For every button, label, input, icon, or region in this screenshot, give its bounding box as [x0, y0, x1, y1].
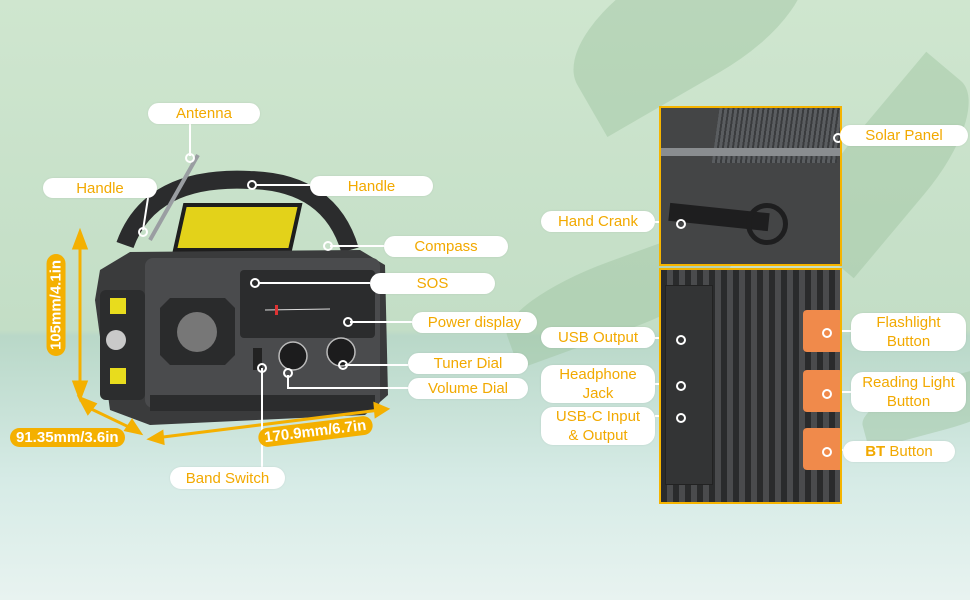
label-band-switch: Band Switch [170, 467, 285, 489]
label-reading-light-button: Reading Light Button [851, 372, 966, 412]
volume-dial [278, 341, 308, 371]
bt-bold-text: BT [865, 443, 886, 460]
dimension-arrows [71, 227, 391, 446]
bt-button[interactable] [803, 428, 840, 470]
label-flashlight-button: Flashlight Button [851, 313, 966, 351]
label-tuner-dial: Tuner Dial [408, 353, 528, 374]
label-bt-button: BT Button [843, 441, 955, 462]
bt-button-text: Button [885, 443, 933, 460]
label-solar-panel: Solar Panel [840, 125, 968, 146]
tuner-dial [326, 337, 356, 367]
label-antenna: Antenna [148, 103, 260, 124]
label-volume-dial: Volume Dial [408, 378, 528, 399]
label-sos: SOS [370, 273, 495, 294]
reading-light-button[interactable] [803, 370, 840, 412]
port-cover [665, 285, 713, 485]
label-usbc: USB-C Input & Output [541, 407, 655, 445]
dimension-depth: 91.35mm/3.6in [10, 428, 125, 447]
band-switch [253, 348, 262, 370]
label-handle-left: Handle [43, 178, 157, 198]
detail-panel-top [659, 106, 842, 266]
solar-panel [172, 203, 303, 252]
leader-dots [138, 153, 353, 378]
flashlight-button[interactable] [803, 310, 840, 352]
label-headphone-jack: Headphone Jack [541, 365, 655, 403]
label-power-display: Power display [412, 312, 537, 333]
label-compass: Compass [384, 236, 508, 257]
detail-panel-bottom [659, 268, 842, 504]
label-handle-right: Handle [310, 176, 433, 196]
dimension-height: 105mm/4.1in [46, 253, 66, 357]
antenna [148, 154, 200, 241]
label-hand-crank: Hand Crank [541, 211, 655, 232]
label-usb-output: USB Output [541, 327, 655, 348]
